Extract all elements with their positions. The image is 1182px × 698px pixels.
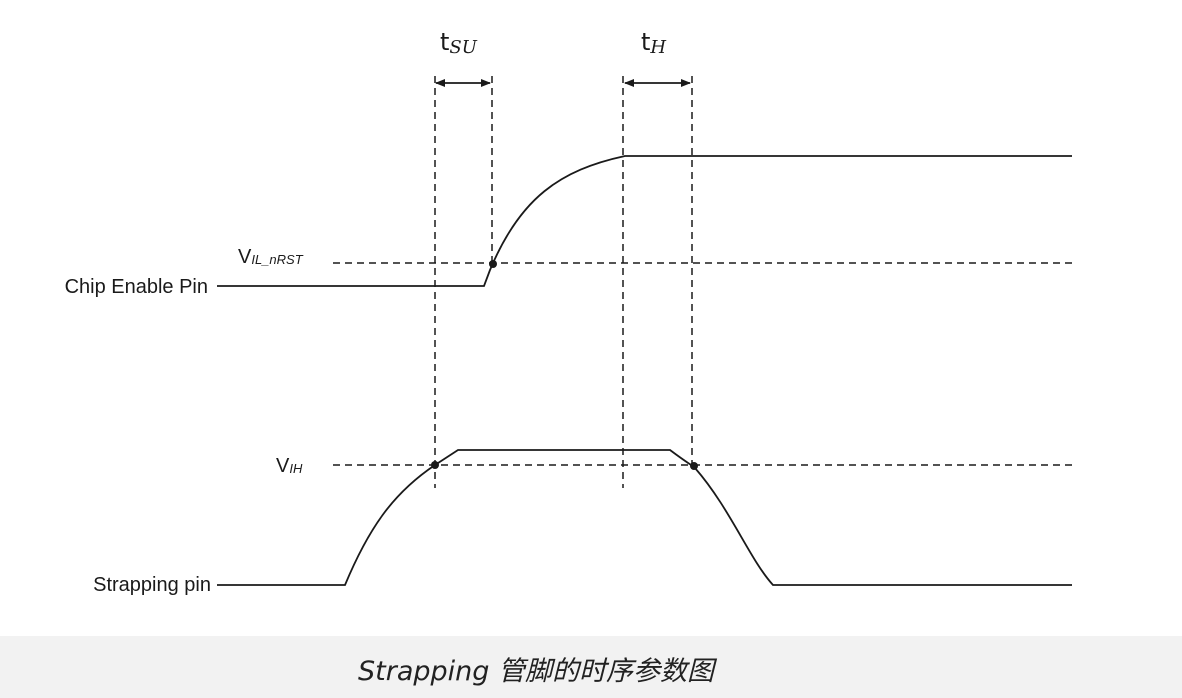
chip-enable-label: Chip Enable Pin <box>65 276 208 298</box>
th-label: tH <box>641 28 666 58</box>
vih-rise-crossing-point <box>431 461 439 469</box>
timing-diagram: tSU tH VIL_nRST VIH Chip Enable Pin Stra… <box>64 28 1072 596</box>
timing-diagram-svg: tSU tH VIL_nRST VIH Chip Enable Pin Stra… <box>65 28 1072 596</box>
vih-fall-crossing-point <box>690 462 698 470</box>
vil-crossing-point <box>489 260 497 268</box>
tsu-label: tSU <box>440 28 478 58</box>
vil-label: VIL_nRST <box>238 246 304 268</box>
strapping-waveform <box>217 449 1072 586</box>
caption: Strapping 管脚的时序参数图 <box>358 656 714 687</box>
vih-label: VIH <box>276 455 303 477</box>
chip-enable-waveform <box>217 155 1072 287</box>
caption-bar: Strapping 管脚的时序参数图 <box>0 636 1182 698</box>
strapping-label: Strapping pin <box>93 574 211 596</box>
